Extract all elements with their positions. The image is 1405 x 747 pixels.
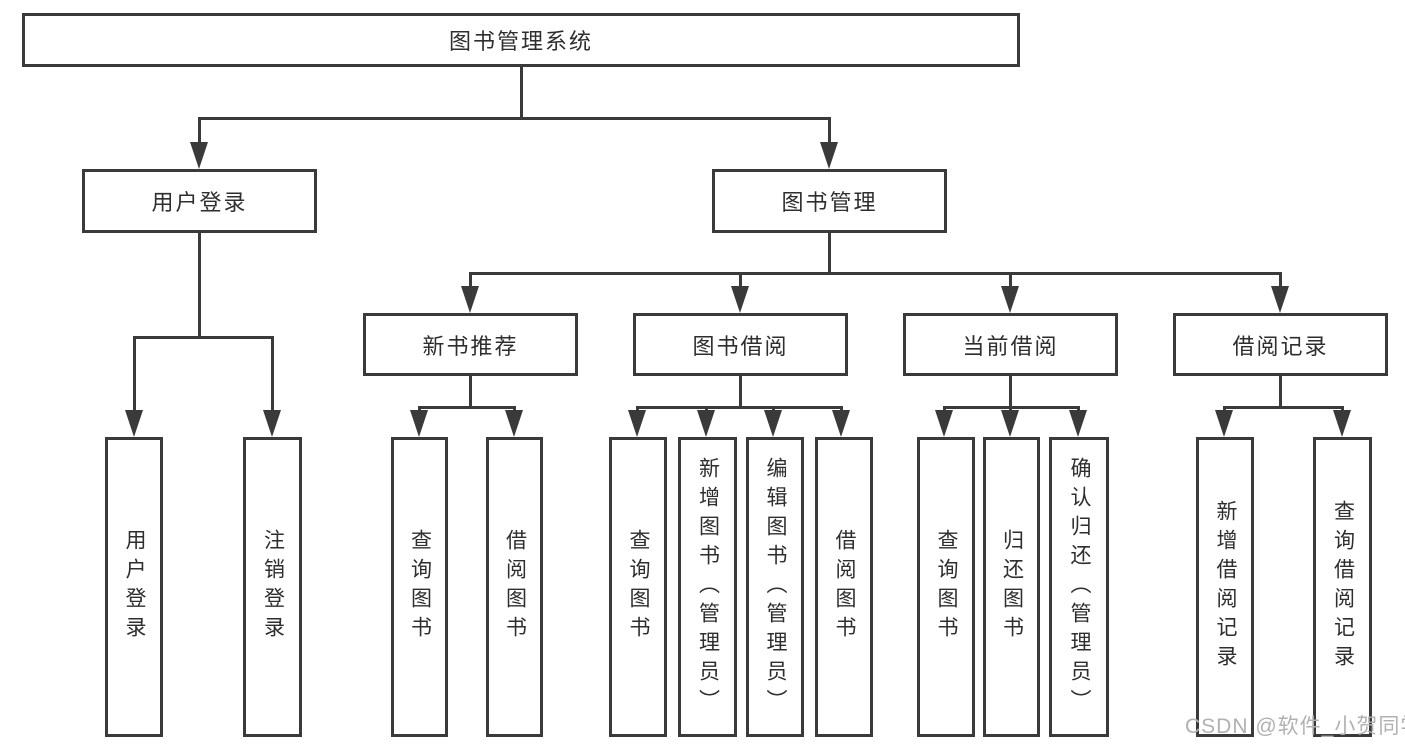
connector-drop-book-mgmt — [828, 117, 831, 145]
arrowhead-down-icon — [1001, 410, 1019, 437]
leaf-query-books: 查询图书 — [391, 437, 448, 737]
connector-drop-user-login — [198, 117, 201, 145]
leaf-user-login: 用户登录 — [105, 437, 163, 737]
arrowhead-down-icon — [190, 142, 208, 169]
csdn-watermark: CSDN @软件_小贺同学 — [1185, 715, 1405, 738]
connector-drop-level3 — [1009, 272, 1012, 288]
node-current-borrowing: 当前借阅 — [903, 313, 1118, 376]
node-library-system: 图书管理系统 — [22, 13, 1020, 67]
leaf-query-books: 查询图书 — [917, 437, 975, 737]
arrowhead-down-icon — [820, 142, 838, 169]
leaf-borrow-books: 借阅图书 — [486, 437, 543, 737]
leaf-edit-books-admin: 编辑图书（管理员） — [746, 437, 804, 737]
connector-drop-leaf — [271, 336, 274, 412]
arrowhead-down-icon — [410, 410, 428, 437]
arrowhead-down-icon — [125, 410, 143, 437]
connector-borrow-rail — [636, 406, 843, 409]
arrowhead-down-icon — [832, 410, 850, 437]
connector-mgmt-rail — [469, 272, 1282, 275]
connector-user-stem — [198, 233, 201, 338]
leaf-confirm-return-admin: 确认归还（管理员） — [1049, 437, 1109, 737]
connector-user-rail — [133, 336, 274, 339]
connector-drop-level3 — [1279, 272, 1282, 288]
leaf-query-borrow-record: 查询借阅记录 — [1313, 437, 1372, 737]
arrowhead-down-icon — [1215, 410, 1233, 437]
arrowhead-down-icon — [697, 410, 715, 437]
arrowhead-down-icon — [461, 286, 479, 313]
leaf-add-books-admin: 新增图书（管理员） — [678, 437, 737, 737]
node-user-login: 用户登录 — [82, 169, 317, 233]
node-book-borrowing: 图书借阅 — [633, 313, 848, 376]
arrowhead-down-icon — [505, 410, 523, 437]
arrowhead-down-icon — [935, 410, 953, 437]
arrowhead-down-icon — [1069, 410, 1087, 437]
leaf-query-books: 查询图书 — [609, 437, 667, 737]
connector-root-stem — [520, 67, 523, 120]
node-borrowing-records: 借阅记录 — [1173, 313, 1388, 376]
leaf-logout: 注销登录 — [243, 437, 302, 737]
connector-current-stem — [1009, 376, 1012, 409]
leaf-add-borrow-record: 新增借阅记录 — [1196, 437, 1254, 737]
arrowhead-down-icon — [628, 410, 646, 437]
connector-drop-leaf — [133, 336, 136, 412]
connector-records-rail — [1223, 406, 1344, 409]
arrowhead-down-icon — [263, 410, 281, 437]
leaf-return-books: 归还图书 — [983, 437, 1040, 737]
node-book-management: 图书管理 — [712, 169, 947, 233]
arrowhead-down-icon — [764, 410, 782, 437]
arrowhead-down-icon — [731, 286, 749, 313]
connector-recommend-rail — [418, 406, 516, 409]
connector-mgmt-stem — [828, 233, 831, 275]
arrowhead-down-icon — [1001, 286, 1019, 313]
node-new-book-recommend: 新书推荐 — [363, 313, 578, 376]
connector-records-stem — [1279, 376, 1282, 409]
connector-root-rail — [198, 117, 831, 120]
arrowhead-down-icon — [1333, 410, 1351, 437]
leaf-borrow-books: 借阅图书 — [815, 437, 873, 737]
connector-recommend-stem — [469, 376, 472, 409]
arrowhead-down-icon — [1271, 286, 1289, 313]
connector-drop-level3 — [469, 272, 472, 288]
connector-borrow-stem — [739, 376, 742, 409]
connector-drop-level3 — [739, 272, 742, 288]
